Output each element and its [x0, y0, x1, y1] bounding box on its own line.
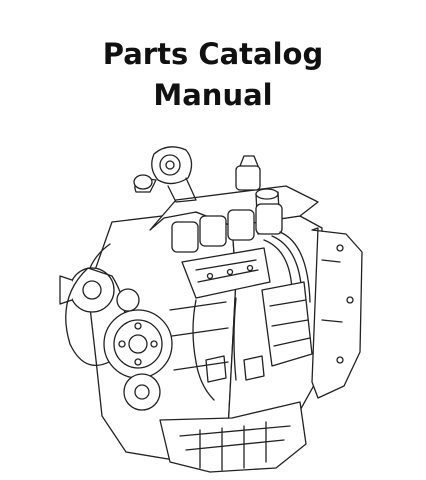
rocker-cover [227, 209, 255, 241]
intake-manifold [181, 247, 271, 299]
water-pump-hub [116, 288, 140, 312]
rocker-cover [255, 203, 283, 235]
title-line-1: Parts Catalog [102, 37, 324, 71]
housing-bolt [346, 296, 354, 304]
housing-bolt [336, 356, 344, 364]
engine-illustration-icon [59, 146, 363, 473]
document-title: Parts Catalog Manual [0, 34, 426, 116]
flywheel-housing [311, 227, 363, 399]
oil-filler-cap [235, 165, 261, 191]
oil-pan [159, 401, 307, 473]
title-line-2: Manual [153, 78, 273, 112]
housing-bolt [336, 244, 344, 252]
rocker-cover [199, 215, 227, 247]
rocker-cover [171, 221, 199, 253]
